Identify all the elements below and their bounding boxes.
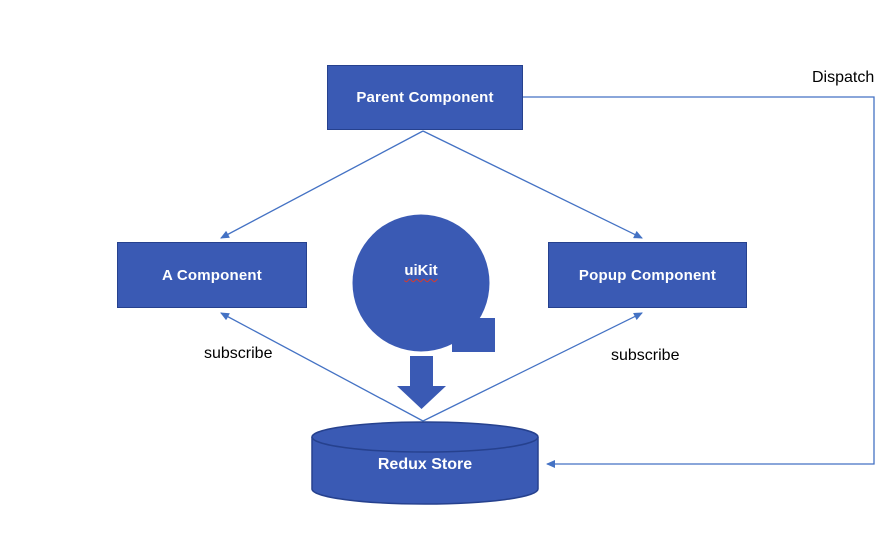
store-cylinder-top (311, 421, 539, 453)
connector-parent-to-a-component (220, 130, 424, 239)
store-cylinder (311, 421, 539, 505)
connector-store-to-popup-component-subscribe (422, 312, 643, 422)
down-block-arrow (397, 356, 446, 409)
store-label: Redux Store (377, 456, 473, 473)
connector-parent-to-popup-component (422, 130, 643, 239)
parent-component-label: Parent Component (356, 89, 494, 106)
uikit-label: uiKit (404, 262, 438, 279)
uikit-circle-tail (452, 318, 495, 352)
connector-parent-to-store-dispatch (523, 96, 875, 468)
dispatch-edge-label: Dispatch (812, 69, 875, 86)
a-component-node: A Component (117, 242, 307, 308)
popup-component-label: Popup Component (578, 266, 717, 284)
a-component-label: A Component (162, 266, 262, 284)
subscribe-right-edge-label: subscribe (611, 347, 680, 364)
parent-component-node: Parent Component (327, 65, 523, 130)
subscribe-left-edge-label: subscribe (204, 345, 273, 362)
uikit-bubble-shape (352, 214, 495, 352)
uikit-circle (352, 214, 490, 352)
store-cylinder-body (311, 437, 539, 505)
popup-component-node: Popup Component (548, 242, 747, 308)
connector-store-to-a-component-subscribe (220, 312, 424, 422)
